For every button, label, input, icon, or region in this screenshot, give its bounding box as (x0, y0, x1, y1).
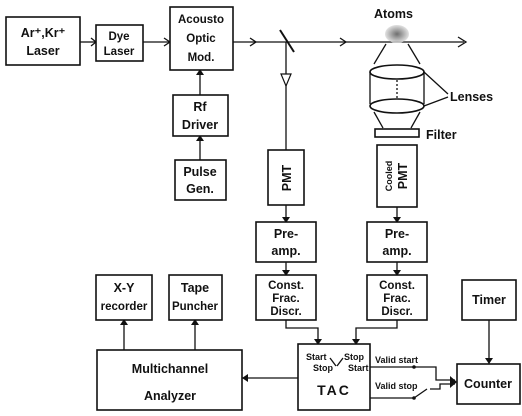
lens-lower (369, 98, 425, 114)
tape-puncher-line1: Tape (181, 281, 209, 295)
laser-line2: Laser (26, 44, 59, 58)
pmt-box: PMT (267, 149, 305, 206)
timer-label: Timer (472, 293, 506, 307)
rf-driver-box: Rf Driver (172, 94, 229, 137)
tac-start-bottom: Start (348, 363, 369, 373)
cfd-left-line1: Const. (268, 280, 304, 292)
cooled-pmt-box: Cooled PMT (376, 144, 418, 208)
mca-box: Multichannel Analyzer (96, 349, 243, 411)
cfd-left-line2: Frac. (272, 293, 300, 305)
valid-start-label: Valid start (375, 355, 418, 365)
tac-start-top: Start (306, 352, 327, 362)
rf-driver-line1: Rf (193, 100, 207, 114)
counter-box: Counter (456, 363, 521, 405)
pulse-gen-line1: Pulse (183, 165, 216, 179)
xy-recorder-line1: X-Y (114, 281, 136, 295)
tac-label: TAC (317, 382, 351, 398)
cfd-left-box: Const. Frac. Discr. (255, 274, 317, 321)
tac-stop-bottom: Stop (313, 363, 333, 373)
timer-box: Timer (461, 279, 517, 321)
pulse-gen-line2: Gen. (186, 182, 214, 196)
filter-label: Filter (426, 128, 457, 142)
preamp-left-line1: Pre- (274, 227, 298, 241)
preamp-right-box: Pre- amp. (366, 221, 428, 263)
cfd-right-line3: Discr. (381, 306, 412, 318)
pmt-label: PMT (280, 164, 294, 191)
pulse-gen-box: Pulse Gen. (174, 159, 227, 201)
xy-recorder-line2: recorder (101, 301, 148, 313)
beam-splitter-mirror (279, 29, 295, 53)
preamp-left-line2: amp. (271, 244, 300, 258)
cfd-right-line2: Frac. (383, 293, 411, 305)
mca-line1: Multichannel (132, 362, 208, 376)
lens-upper (369, 64, 425, 80)
preamp-left-box: Pre- amp. (255, 221, 317, 263)
aom-line3: Mod. (188, 52, 215, 64)
tape-puncher-box: Tape Puncher (168, 274, 223, 321)
cooled-pmt-line2: PMT (396, 162, 410, 189)
aom-box: Acousto Optic Mod. (169, 6, 234, 71)
laser-line1: Ar⁺,Kr⁺ (21, 26, 66, 40)
aom-line1: Acousto (178, 14, 224, 26)
dye-laser-line2: Laser (104, 46, 135, 58)
preamp-right-line1: Pre- (385, 227, 409, 241)
arrowheads (90, 36, 493, 388)
tape-puncher-line2: Puncher (172, 301, 219, 313)
cfd-right-box: Const. Frac. Discr. (366, 274, 428, 321)
atoms-cloud (385, 25, 409, 43)
mca-line2: Analyzer (144, 389, 196, 403)
counter-label: Counter (464, 377, 512, 391)
filter-element (374, 128, 420, 138)
tac-stop-top: Stop (344, 352, 364, 362)
dye-laser-line1: Dye (108, 31, 129, 43)
connection-lines (80, 29, 490, 400)
atoms-label: Atoms (374, 7, 413, 21)
cooled-pmt-line1: Cooled (384, 161, 394, 192)
optics-assembly (369, 25, 449, 138)
cfd-left-line3: Discr. (270, 306, 301, 318)
xy-recorder-box: X-Y recorder (95, 274, 153, 321)
valid-stop-label: Valid stop (375, 381, 418, 391)
dye-laser-box: Dye Laser (95, 24, 144, 62)
laser-box: Ar⁺,Kr⁺ Laser (5, 16, 81, 66)
preamp-right-line2: amp. (382, 244, 411, 258)
aom-line2: Optic (186, 33, 216, 45)
rf-driver-line2: Driver (182, 118, 218, 132)
lenses-label: Lenses (450, 90, 493, 104)
cfd-right-line1: Const. (379, 280, 415, 292)
tac-box: Start Stop Stop Start TAC (297, 343, 371, 411)
